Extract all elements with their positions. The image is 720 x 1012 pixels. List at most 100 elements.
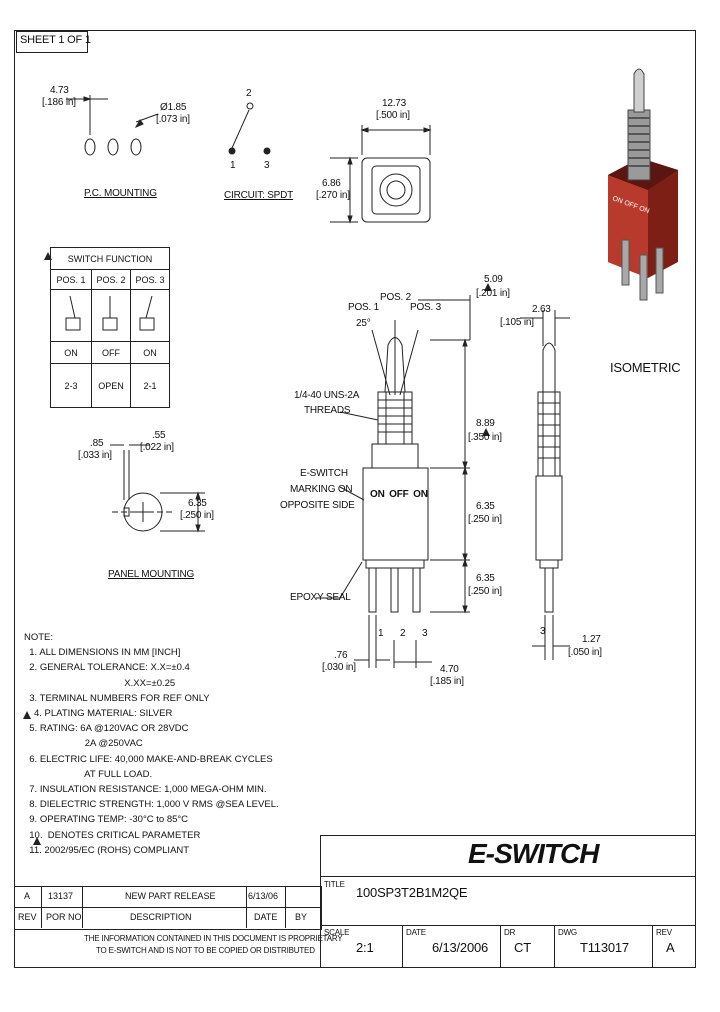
date-value: 6/13/2006 [432,940,489,955]
function-lever-pos1 [50,289,92,342]
rev-header-desc: DESCRIPTION [130,912,192,922]
panel-mounting-title: PANEL MOUNTING [108,569,195,580]
date-label: DATE [406,928,426,937]
panel-d1-in: [.033 in] [78,450,112,461]
panel-d2-in: [.022 in] [140,442,174,453]
pos2-label: POS. 2 [380,292,412,303]
epoxy-seal-label: EPOXY SEAL [290,592,351,603]
eswitch-logo: E-SWITCH [468,838,599,869]
pos1-label: POS. 1 [348,302,380,313]
front-dpin-mm: 1.27 [582,634,601,645]
pc-mounting-title: P.C. MOUNTING [84,188,157,199]
rev-row-desc: NEW PART RELEASE [125,891,216,901]
function-terminal-pos1: 2-3 [50,363,92,408]
top-height-mm: 6.86 [322,178,341,189]
switch-function-title: SWITCH FUNCTION [50,247,170,270]
circuit-pin2: 2 [246,88,252,99]
sheet-label-box [16,31,88,53]
note-line: AT FULL LOAD. [24,768,153,780]
terminal-1-label: 1 [378,628,384,639]
front-dtop-in: [.105 in] [500,317,534,328]
angle-label: 25° [356,318,371,329]
function-state-pos2: OFF [91,341,131,364]
top-height-in: [.270 in] [316,190,350,201]
function-terminal-pos3: 2-1 [130,363,170,408]
note-line: 9. OPERATING TEMP: -30°C to 85°C [24,814,189,826]
rev-header-date: DATE [254,912,278,922]
side-dpin-mm: .76 [334,650,348,661]
side-dbush-mm: 8.89 [476,418,495,429]
dwg-value: T113017 [580,940,629,955]
threads-label-2: THREADS [304,405,351,416]
body-marking-text: ON OFF ON [370,489,428,500]
function-header-pos1: POS. 1 [50,269,92,290]
top-width-mm: 12.73 [382,98,407,109]
note-line: 7. INSULATION RESISTANCE: 1,000 MEGA-OHM… [24,784,267,796]
marking-label-3: OPPOSITE SIDE [280,500,355,511]
pc-dim2-mm: Ø1.85 [160,102,187,113]
panel-d1-mm: .85 [90,438,104,449]
function-state-pos3: ON [130,341,170,364]
rev-row-rev: A [24,891,31,901]
side-dpitch-in: [.185 in] [430,676,464,687]
pc-dim1-in: [.186 in] [42,97,76,108]
note-line: NOTE: [24,632,54,643]
title-block [320,835,696,968]
side-dbody-mm: 6.35 [476,501,495,512]
threads-label-1: 1/4-40 UNS-2A [294,390,360,401]
function-terminal-pos2: OPEN [91,363,131,408]
pc-dim2-in: [.073 in] [156,114,190,125]
marking-label-2: MARKING ON [290,484,353,495]
isometric-label: ISOMETRIC [610,360,681,375]
dr-value: CT [514,940,531,955]
function-state-pos1: ON [50,341,92,364]
circuit-pin1: 1 [230,160,236,171]
function-lever-pos2 [91,289,131,342]
terminal-3-label: 3 [422,628,428,639]
pc-dim1-mm: 4.73 [50,85,69,96]
marking-label-1: E-SWITCH [300,468,348,479]
side-dterm-in: [.250 in] [468,586,502,597]
revision-block [14,886,322,930]
side-dbody-in: [.250 in] [468,514,502,525]
pos3-label: POS. 3 [410,302,442,313]
rev-header-rev: REV [18,912,37,922]
scale-label: SCALE [324,928,350,937]
rev-value: A [666,940,675,955]
side-dpin-in: [.030 in] [322,662,356,673]
note-line: 8. DIELECTRIC STRENGTH: 1,000 V RMS @SEA… [24,799,279,811]
side-dpitch-mm: 4.70 [440,664,459,675]
front-dpin-in: [.050 in] [568,647,602,658]
function-header-pos3: POS. 3 [130,269,170,290]
side-dtop-in: [.201 in] [476,288,510,299]
function-lever-pos3 [130,289,170,342]
rev-header-por: POR NO [46,912,82,922]
note-line: 3. TERMINAL NUMBERS FOR REF ONLY [24,692,210,704]
rev-row-por: 13137 [48,891,74,901]
note-line: 4. PLATING MATERIAL: SILVER [34,708,173,720]
note-line: 5. RATING: 6A @120VAC OR 28VDC [24,723,189,735]
circuit-title: CIRCUIT: SPDT [224,190,294,201]
side-dtop-mm: 5.09 [484,274,503,285]
part-number-title: 100SP3T2B1M2QE [356,885,468,900]
dr-label: DR [504,928,516,937]
dwg-label: DWG [558,928,577,937]
title-label: TITLE [324,880,345,889]
rev-label: REV [656,928,672,937]
note-line: 10. DENOTES CRITICAL PARAMETER [24,829,201,841]
function-header-pos2: POS. 2 [91,269,131,290]
panel-d3-mm: 6.35 [188,498,207,509]
scale-value: 2:1 [356,940,374,955]
terminal-2-label: 2 [400,628,406,639]
circuit-pin3: 3 [264,160,270,171]
note-line: 2A @250VAC [24,738,143,750]
rev-row-date: 6/13/06 [248,891,279,901]
note-line: 2. GENERAL TOLERANCE: X.X=±0.4 [24,662,190,674]
top-width-in: [.500 in] [376,110,410,121]
switch-function-table: SWITCH FUNCTION POS. 1 POS. 2 POS. 3 ON … [50,247,170,408]
note-line: 1. ALL DIMENSIONS IN MM [INCH] [24,647,181,659]
side-dterm-mm: 6.35 [476,573,495,584]
panel-d2-mm: .55 [152,430,166,441]
panel-d3-in: [.250 in] [180,510,214,521]
confidential-line-1: THE INFORMATION CONTAINED IN THIS DOCUME… [84,934,343,943]
